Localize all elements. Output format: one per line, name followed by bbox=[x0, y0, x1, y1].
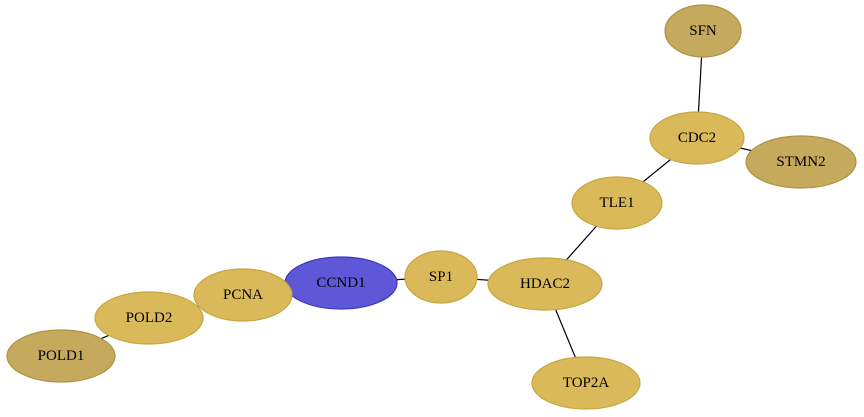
node-pcna-label: PCNA bbox=[223, 287, 263, 303]
node-ccnd1[interactable]: CCND1 bbox=[284, 256, 398, 310]
node-stmn2[interactable]: STMN2 bbox=[745, 135, 857, 189]
node-hdac2[interactable]: HDAC2 bbox=[487, 257, 603, 311]
node-pold1[interactable]: POLD1 bbox=[6, 329, 116, 383]
node-pold2-ellipse[interactable] bbox=[94, 291, 204, 345]
node-pold2[interactable]: POLD2 bbox=[94, 291, 204, 345]
node-stmn2-ellipse[interactable] bbox=[745, 135, 857, 189]
node-hdac2-label: HDAC2 bbox=[520, 276, 570, 292]
node-sp1[interactable]: SP1 bbox=[404, 250, 478, 304]
node-sp1-label: SP1 bbox=[429, 269, 453, 285]
node-tle1-label: TLE1 bbox=[600, 195, 635, 211]
node-sfn[interactable]: SFN bbox=[664, 4, 742, 58]
node-cdc2[interactable]: CDC2 bbox=[649, 111, 745, 165]
node-stmn2-label: STMN2 bbox=[776, 154, 825, 170]
node-tle1-ellipse[interactable] bbox=[571, 176, 663, 230]
node-pcna-ellipse[interactable] bbox=[193, 268, 293, 322]
node-pcna[interactable]: PCNA bbox=[193, 268, 293, 322]
node-pold1-ellipse[interactable] bbox=[6, 329, 116, 383]
node-pold1-label: POLD1 bbox=[38, 348, 85, 364]
node-top2a-label: TOP2A bbox=[563, 375, 610, 391]
node-cdc2-label: CDC2 bbox=[678, 130, 716, 146]
node-pold2-label: POLD2 bbox=[126, 310, 173, 326]
node-sp1-ellipse[interactable] bbox=[404, 250, 478, 304]
node-sfn-ellipse[interactable] bbox=[664, 4, 742, 58]
node-ccnd1-label: CCND1 bbox=[316, 275, 365, 291]
node-hdac2-ellipse[interactable] bbox=[487, 257, 603, 311]
node-top2a-ellipse[interactable] bbox=[531, 356, 641, 410]
node-cdc2-ellipse[interactable] bbox=[649, 111, 745, 165]
node-sfn-label: SFN bbox=[689, 23, 717, 39]
node-tle1[interactable]: TLE1 bbox=[571, 176, 663, 230]
node-top2a[interactable]: TOP2A bbox=[531, 356, 641, 410]
